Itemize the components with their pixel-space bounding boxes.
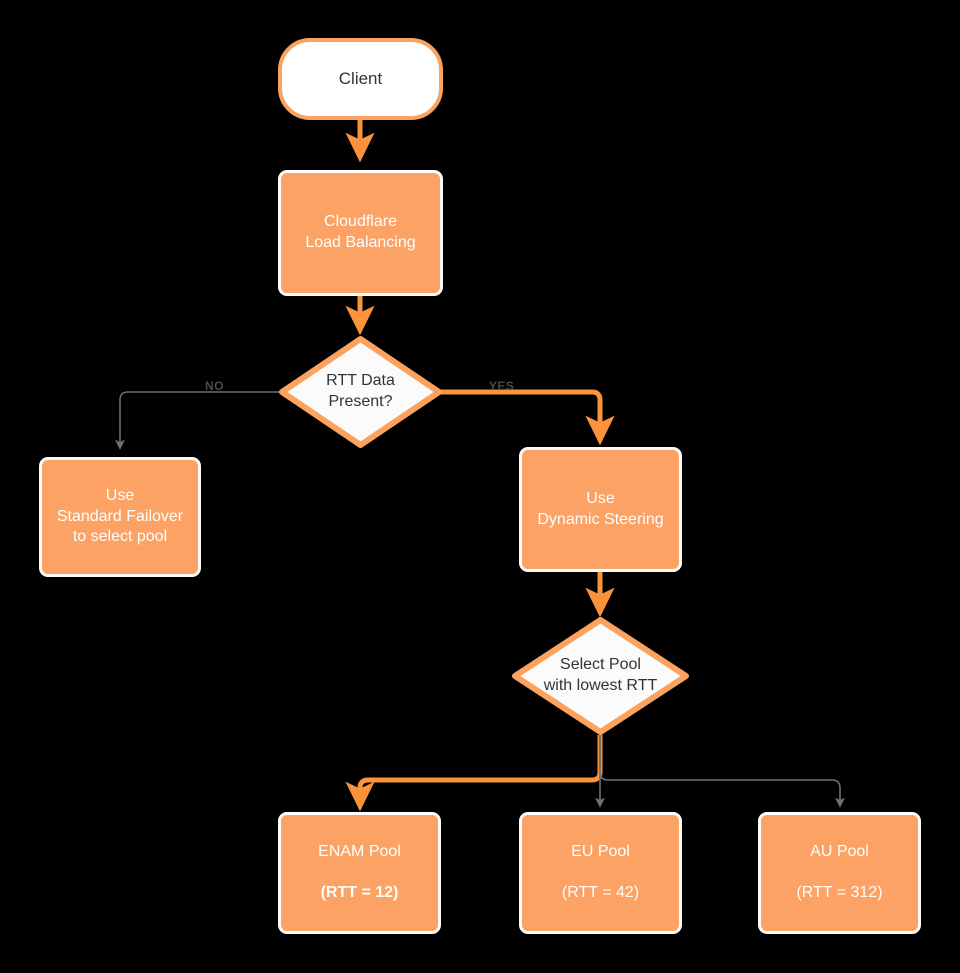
node-dynamic-steering[interactable]: Use Dynamic Steering xyxy=(519,447,682,572)
node-au-pool-name: AU Pool xyxy=(810,842,869,860)
edge-label-no-text: NO xyxy=(205,379,224,393)
node-eu-pool-label: EU Pool (RTT = 42) xyxy=(562,821,639,925)
node-enam-pool-label: ENAM Pool (RTT = 12) xyxy=(318,821,401,925)
node-enam-pool-rtt: (RTT = 12) xyxy=(320,884,399,902)
node-au-pool-label: AU Pool (RTT = 312) xyxy=(796,821,882,925)
edge-label-yes: YES xyxy=(489,379,514,393)
node-eu-pool-rtt: (RTT = 42) xyxy=(561,884,640,902)
node-standard-failover[interactable]: Use Standard Failover to select pool xyxy=(39,457,201,577)
edge-label-yes-text: YES xyxy=(489,379,515,393)
node-select-pool[interactable]: Select Pool with lowest RTT xyxy=(512,617,689,735)
node-load-balancing[interactable]: Cloudflare Load Balancing xyxy=(278,170,443,296)
node-enam-pool-name: ENAM Pool xyxy=(318,842,401,860)
node-standard-failover-label: Use Standard Failover to select pool xyxy=(56,486,184,546)
node-au-pool-rtt: (RTT = 312) xyxy=(796,884,883,902)
diamond-shape xyxy=(512,617,689,735)
edge-select-pool-to-au-pool xyxy=(599,735,846,808)
node-enam-pool[interactable]: ENAM Pool (RTT = 12) xyxy=(278,812,441,934)
edge-select-pool-to-enam-pool xyxy=(345,735,603,812)
edge-label-no: NO xyxy=(205,379,224,393)
edge-rtt-decision-no-to-standard-failover xyxy=(114,391,279,450)
node-au-pool[interactable]: AU Pool (RTT = 312) xyxy=(758,812,921,934)
node-load-balancing-label: Cloudflare Load Balancing xyxy=(305,213,416,251)
node-rtt-data-present[interactable]: RTT Data Present? xyxy=(279,336,442,448)
node-client-label: Client xyxy=(338,68,383,88)
edge-rtt-decision-yes-to-dynamic-steering xyxy=(441,389,615,446)
node-eu-pool-name: EU Pool xyxy=(571,842,630,860)
diamond-shape xyxy=(279,336,442,448)
node-eu-pool[interactable]: EU Pool (RTT = 42) xyxy=(519,812,682,934)
node-dynamic-steering-label: Use Dynamic Steering xyxy=(537,489,664,528)
node-client[interactable]: Client xyxy=(278,38,443,120)
